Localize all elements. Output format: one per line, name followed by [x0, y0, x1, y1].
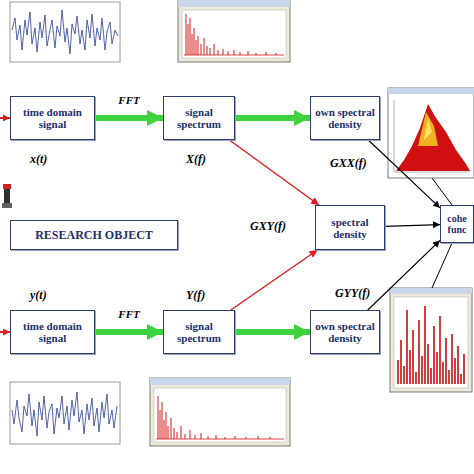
box-text: own spectral density — [313, 320, 377, 344]
process-box: cohe func — [440, 205, 474, 243]
leader-line — [432, 243, 452, 288]
flow-arrow — [235, 115, 310, 121]
signal-label: GYY(f) — [335, 286, 370, 301]
input-arrow — [0, 331, 10, 333]
box-text: time domain signal — [13, 320, 92, 344]
flow-arrow — [229, 140, 319, 205]
flow-arrow — [95, 329, 163, 335]
box-text: own spectral density — [313, 106, 377, 130]
process-box: signal spectrum — [163, 96, 235, 140]
process-box: own spectral density — [310, 96, 380, 140]
flow-arrow — [385, 225, 440, 227]
process-box: signal spectrum — [163, 310, 235, 354]
spectrum-window — [150, 378, 290, 446]
signal-label: GXY(f) — [250, 219, 286, 234]
box-text: signal spectrum — [166, 320, 232, 344]
sensor-symbol — [2, 184, 12, 208]
signal-label: Y(f) — [186, 288, 205, 303]
flow-arrow — [368, 140, 440, 208]
box-text: spectral density — [318, 216, 382, 240]
box-text: cohe func — [443, 213, 471, 235]
signal-label: x(t) — [30, 152, 47, 167]
process-box: RESEARCH OBJECT — [10, 220, 178, 250]
signal-label: y(t) — [30, 288, 47, 303]
time-signal-plot — [10, 382, 120, 444]
edge-label: FFT — [118, 94, 139, 106]
flow-arrow — [231, 250, 318, 310]
time-signal-plot — [10, 2, 120, 62]
box-text: signal spectrum — [166, 106, 232, 130]
process-box: time domain signal — [10, 310, 95, 354]
flow-arrow — [368, 240, 440, 310]
flow-arrow — [95, 115, 163, 121]
signal-label: X(f) — [186, 152, 206, 167]
box-text: time domain signal — [13, 106, 92, 130]
surface-plot-window — [388, 88, 474, 178]
input-arrow — [0, 117, 10, 119]
process-box: time domain signal — [10, 96, 95, 140]
coherence-plot-window — [390, 288, 472, 392]
box-text: RESEARCH OBJECT — [35, 229, 153, 241]
spectrum-window — [178, 0, 290, 62]
flow-arrow — [235, 329, 310, 335]
process-box: own spectral density — [310, 310, 380, 354]
signal-label: GXX(f) — [330, 156, 367, 171]
leader-line — [432, 178, 452, 205]
process-box: spectral density — [315, 205, 385, 250]
edge-label: FFT — [118, 308, 139, 320]
